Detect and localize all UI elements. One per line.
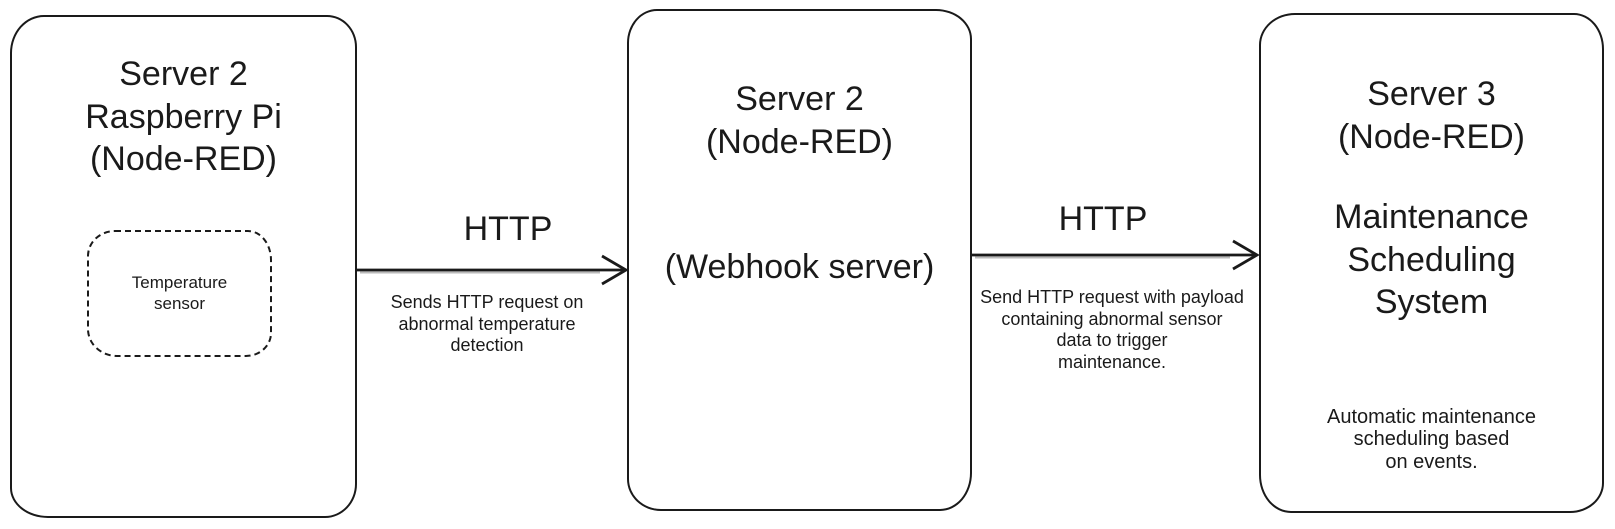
edge2-protocol-label: HTTP [1058,200,1148,238]
node-note: Automatic maintenance scheduling based o… [1326,406,1536,473]
http-arrow-2 [972,239,1260,271]
node-server3-maintenance: Server 3 (Node-RED) Maintenance Scheduli… [1259,13,1604,513]
node-title: Server 3 (Node-RED) [1337,75,1526,156]
edge2-caption: Send HTTP request with payload containin… [980,287,1244,372]
edge1-protocol-label: HTTP [463,210,553,248]
temperature-sensor-label: Temperature sensor [131,273,228,313]
node-subtitle: (Webhook server) [664,248,935,286]
node-title: Server 2 Raspberry Pi (Node-RED) [85,55,282,178]
edge1-caption: Sends HTTP request on abnormal temperatu… [390,292,584,356]
http-arrow-1 [357,254,629,286]
node-title: Server 2 (Node-RED) [705,80,894,161]
node-server2-webhook: Server 2 (Node-RED) (Webhook server) [627,9,972,511]
node-server2-raspberry-pi: Server 2 Raspberry Pi (Node-RED) Tempera… [10,15,357,518]
temperature-sensor-box: Temperature sensor [87,230,272,357]
node-subtitle: Maintenance Scheduling System [1334,198,1529,321]
